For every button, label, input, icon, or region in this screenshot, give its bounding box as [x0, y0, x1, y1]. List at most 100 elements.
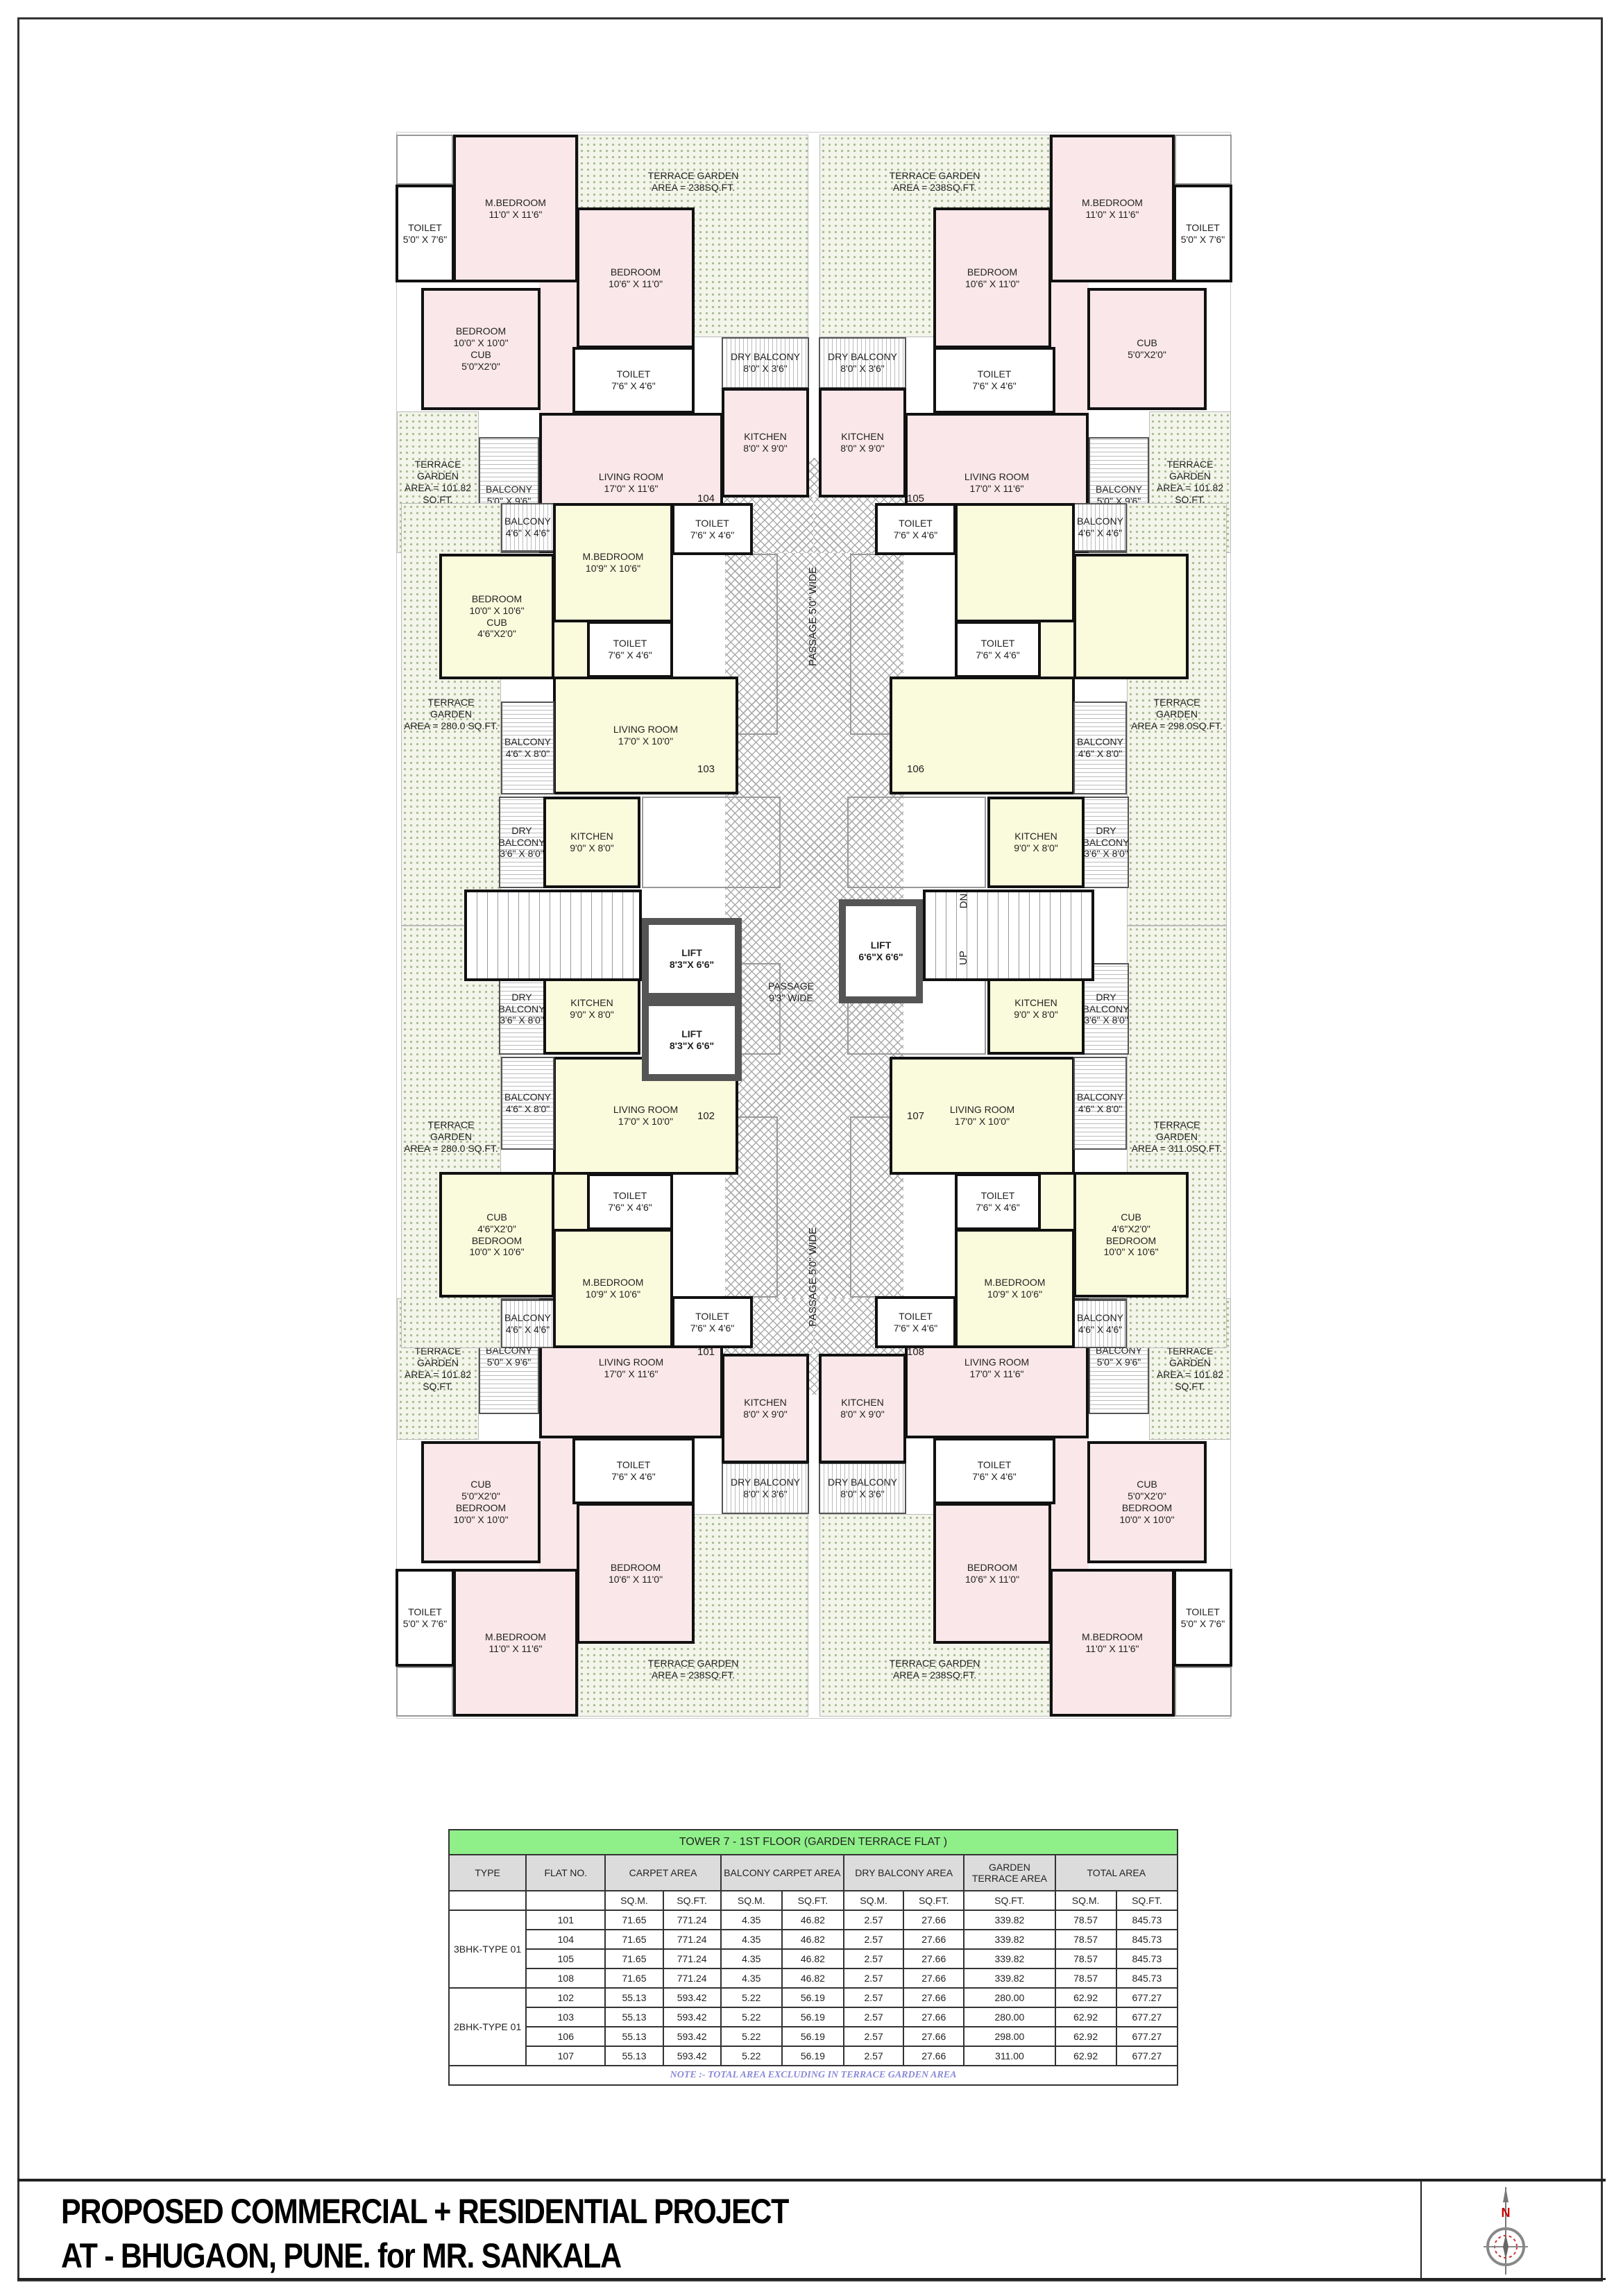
flat-number-cell: 104 [525, 1929, 606, 1950]
title-block-bottom-rule [17, 2278, 1606, 2280]
room-dry: DRY BALCONY 8'0" X 3'6" [722, 1463, 809, 1514]
north-compass-icon: N [1484, 2187, 1528, 2274]
area-value: 2.57 [842, 1987, 905, 2008]
area-value: 311.00 [963, 2046, 1056, 2066]
table-note-row: NOTE :- TOTAL AREA EXCLUDING IN TERRACE … [448, 2065, 1178, 2086]
area-value: 5.22 [720, 2046, 783, 2066]
column-header: TOTAL AREA [1054, 1854, 1179, 1891]
area-value: 27.66 [903, 1948, 965, 1969]
room-balcony-l: BALCONY 4'6" X 8'0" [1073, 701, 1127, 794]
area-value: 78.57 [1054, 1948, 1117, 1969]
table-cell [448, 1890, 527, 1911]
flat-number-cell: 108 [525, 1968, 606, 1989]
drawing-border [17, 17, 1603, 2281]
room-open-a [1175, 135, 1232, 185]
room-corr [1039, 621, 1075, 678]
area-value: 298.00 [963, 2026, 1056, 2047]
area-value: 4.35 [720, 1910, 783, 1930]
room-mbed: M.BEDROOM 10'9" X 10'6" [553, 1229, 673, 1348]
room-dry: DRY BALCONY 3'6" X 8'0" [499, 797, 545, 888]
area-value: 71.65 [604, 1910, 664, 1930]
area-value: 771.24 [662, 1929, 722, 1950]
area-value: 56.19 [781, 2026, 845, 2047]
area-value: 71.65 [604, 1929, 664, 1950]
area-value: 771.24 [662, 1968, 722, 1989]
unit-header: SQ.FT. [781, 1890, 845, 1911]
area-value: 56.19 [781, 2007, 845, 2027]
area-value: 2.57 [842, 2026, 905, 2047]
floor-plan: TERRACE GARDEN AREA = 238SQ.FT.TERRACE G… [396, 132, 1232, 1719]
unit-header: SQ.FT. [1115, 1890, 1179, 1911]
area-value: 27.66 [903, 1987, 965, 2008]
area-value: 71.65 [604, 1948, 664, 1969]
flat-number-cell: 105 [525, 1948, 606, 1969]
lift-2: LIFT 8'3"X 6'6" [642, 999, 742, 1081]
passage-label-center: PASSAGE 9'3" WIDE [768, 980, 814, 1003]
table-note: NOTE :- TOTAL AREA EXCLUDING IN TERRACE … [448, 2065, 1178, 2086]
area-value: 845.73 [1115, 1929, 1179, 1950]
room-bed1: BEDROOM 10'6" X 11'0" [933, 207, 1051, 348]
area-value: 62.92 [1054, 2007, 1117, 2027]
area-value: 62.92 [1054, 2046, 1117, 2066]
room-corr [1039, 1173, 1075, 1230]
passage-label-lower: PASSAGE 5'0" WIDE [806, 1227, 819, 1327]
staircase-left [464, 890, 642, 981]
area-value: 55.13 [604, 1987, 664, 2008]
area-value: 27.66 [903, 1929, 965, 1950]
room-open-a [396, 1667, 453, 1717]
room-dry: DRY BALCONY 8'0" X 3'6" [819, 1463, 906, 1514]
room-mbed: M.BEDROOM 11'0" X 11'6" [1050, 135, 1175, 282]
area-value: 56.19 [781, 2046, 845, 2066]
area-value: 27.66 [903, 2046, 965, 2066]
area-value: 339.82 [963, 1929, 1056, 1950]
room-mbed: M.BEDROOM 11'0" X 11'6" [1050, 1569, 1175, 1717]
room-toilet-top: TOILET 7'6" X 4'6" [875, 1296, 956, 1348]
area-value: 27.66 [903, 1968, 965, 1989]
room-toilet-a: TOILET 5'0" X 7'6" [1173, 185, 1232, 282]
flat-number: 103 [697, 763, 715, 775]
room-bed: CUB 4'6"X2'0" BEDROOM 10'0" X 10'6" [1073, 1172, 1189, 1298]
area-value: 5.22 [720, 2007, 783, 2027]
room-dry: DRY BALCONY 3'6" X 8'0" [1083, 797, 1129, 888]
unit-header: SQ.M. [842, 1890, 905, 1911]
column-header: CARPET AREA [604, 1854, 722, 1891]
area-value: 845.73 [1115, 1948, 1179, 1969]
column-header: TYPE [448, 1854, 527, 1891]
flat-number: 107 [907, 1110, 925, 1122]
room-toilet2: TOILET 7'6" X 4'6" [955, 621, 1041, 678]
area-value: 4.35 [720, 1968, 783, 1989]
area-value: 845.73 [1115, 1968, 1179, 1989]
room-bed: CUB 4'6"X2'0" BEDROOM 10'0" X 10'6" [439, 1172, 554, 1298]
room-balcony-l: BALCONY 4'6" X 8'0" [1073, 1057, 1127, 1150]
area-value: 55.13 [604, 2007, 664, 2027]
room-living: LIVING ROOM 17'0" X 10'0" [553, 677, 738, 794]
room-dry: DRY BALCONY 3'6" X 8'0" [1083, 963, 1129, 1055]
room-balcony-s: BALCONY 4'6" X 4'6" [501, 1300, 554, 1348]
area-value: 2.57 [842, 1968, 905, 1989]
unit-header: SQ.FT. [662, 1890, 722, 1911]
north-label: N [1502, 2206, 1511, 2220]
area-value: 55.13 [604, 2026, 664, 2047]
area-value: 46.82 [781, 1929, 845, 1950]
area-value: 2.57 [842, 2007, 905, 2027]
area-value: 55.13 [604, 2046, 664, 2066]
column-header: DRY BALCONY AREA [842, 1854, 965, 1891]
area-value: 78.57 [1054, 1910, 1117, 1930]
room-corr [539, 282, 578, 414]
room-toilet-b: TOILET 7'6" X 4'6" [933, 1438, 1055, 1504]
room-toilet-a: TOILET 5'0" X 7'6" [396, 185, 454, 282]
unit-header: SQ.FT. [903, 1890, 965, 1911]
unit-header: SQ.M. [604, 1890, 664, 1911]
room-balcony-l: BALCONY 4'6" X 8'0" [501, 701, 554, 794]
flat-number: 102 [697, 1110, 715, 1122]
room-toilet-b: TOILET 7'6" X 4'6" [572, 1438, 695, 1504]
title-block-divider [1420, 2179, 1422, 2279]
area-value: 78.57 [1054, 1968, 1117, 1989]
room-kitchen: KITCHEN 8'0" X 9'0" [722, 388, 809, 498]
room-mbed: M.BEDROOM 10'9" X 10'6" [955, 1229, 1075, 1348]
